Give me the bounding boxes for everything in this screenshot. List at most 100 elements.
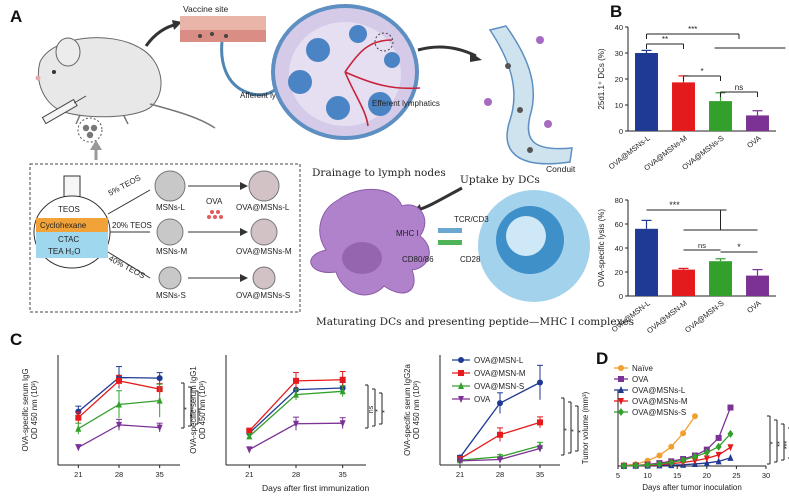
x-tick-label: 5: [616, 471, 620, 480]
data-point: [656, 459, 663, 468]
x-tick-label: 35: [536, 470, 544, 479]
data-point: [537, 379, 543, 386]
syringe-icon: [41, 95, 87, 125]
significance-label: *: [184, 407, 191, 410]
y-tick-label: 40: [615, 23, 623, 32]
flask-illustration: [33, 175, 111, 269]
dendritic-cell-illustration: [310, 188, 430, 296]
conduit-label: Conduit: [546, 164, 576, 174]
y-axis-label: OD 450 nm (10³): [30, 380, 39, 439]
y-tick-label: 30: [615, 49, 623, 58]
data-point: [156, 396, 163, 404]
data-point: [703, 448, 710, 457]
x-tick-label: 28: [292, 470, 300, 479]
bar-0: [635, 228, 658, 296]
significance-label: ***: [784, 441, 789, 449]
data-point: [339, 420, 346, 428]
data-point: [703, 459, 710, 467]
significance-label: **: [777, 441, 784, 447]
x-tick-label: 28: [496, 470, 504, 479]
data-point: [727, 429, 734, 438]
ova-msn-label-s: OVA@MSNs-S: [236, 291, 290, 300]
bar-3: [746, 115, 769, 131]
lymph-node-illustration: [271, 4, 421, 140]
synthesis-box: [29, 163, 301, 313]
vaccine-site-label: Vaccine site: [183, 4, 228, 14]
x-tick-label: 30: [762, 471, 770, 480]
y-axis-label: OVA-specific serum IgG1: [189, 366, 198, 453]
legend-label-1: OVA@MSN-M: [474, 369, 526, 378]
arrow-icon: [144, 22, 179, 47]
x-tick-label: 28: [115, 470, 123, 479]
significance-label: *: [700, 67, 703, 76]
afferent-label: Afferent lymphatics: [240, 91, 308, 100]
y-axis-label: OD 450 nm (10³): [412, 380, 421, 439]
arrow-icon: [470, 52, 482, 62]
legend-marker: [458, 370, 464, 376]
data-point: [537, 419, 543, 426]
data-point: [680, 456, 687, 465]
t-cell-illustration: [478, 190, 590, 302]
x-tick-label: 21: [456, 470, 464, 479]
scheme-illustration: Vaccine site Afferent lymphatics Efferen…: [29, 4, 634, 328]
legend-marker: [458, 357, 464, 363]
legend-marker: [618, 376, 624, 382]
data-point: [156, 375, 163, 382]
data-point: [339, 387, 346, 395]
significance-label: **: [198, 408, 205, 414]
legend-label-3: OVA: [474, 395, 491, 404]
c-xlabel: Days after first immunization: [262, 483, 369, 493]
legend-label-0: Naïve: [632, 364, 653, 373]
data-point: [339, 376, 346, 383]
msn-particles: [154, 170, 280, 290]
data-point: [537, 445, 543, 453]
legend-marker: [458, 382, 464, 389]
skin-layer: [180, 16, 266, 30]
panel-label-a: A: [10, 7, 22, 26]
efferent-label: Efferent lymphatics: [372, 99, 440, 108]
flask-text-3: CTAC: [58, 235, 79, 244]
data-point: [497, 456, 503, 464]
y-axis-label: OVA-specific serum IgG2a: [403, 363, 412, 455]
legend-marker: [618, 386, 624, 393]
panel-label-b: B: [610, 2, 622, 21]
cd28-label: CD28: [460, 255, 481, 264]
data-point: [668, 443, 675, 450]
x-tick-label: 21: [245, 470, 253, 479]
legend-marker: [458, 396, 464, 403]
x-tick-label: 35: [155, 470, 163, 479]
legend-label-4: OVA@MSNs-S: [632, 408, 686, 417]
data-point: [116, 377, 122, 384]
x-tick-label: OVA@MSN-S: [683, 298, 726, 334]
data-point: [75, 408, 82, 415]
y-tick-label: 20: [615, 75, 623, 84]
ova-msn-label-l: OVA@MSNs-L: [236, 203, 290, 212]
x-tick-label: OVA: [745, 133, 763, 150]
teos-label-1: 5% TEOS: [107, 173, 143, 198]
conduit-illustration: [484, 25, 573, 165]
x-tick-label: 35: [338, 470, 346, 479]
data-point: [497, 431, 503, 438]
y-tick-label: 0: [619, 292, 623, 301]
bar-0: [635, 53, 658, 131]
msn-label-l: MSNs-L: [156, 203, 185, 212]
data-point: [691, 452, 698, 461]
maturating-label: Maturating DCs and presenting peptide—MH…: [316, 316, 634, 328]
significance-label: ns: [698, 241, 706, 250]
panel-label-c: C: [10, 330, 22, 349]
significance-label: *: [578, 430, 585, 433]
bar-2: [709, 101, 732, 131]
significance-label: *: [770, 441, 777, 444]
data-point: [727, 404, 734, 411]
data-point: [620, 461, 627, 470]
legend-label-1: OVA: [632, 375, 649, 384]
data-point: [75, 414, 82, 421]
significance-label: **: [191, 407, 198, 413]
y-tick-label: 40: [615, 244, 623, 253]
y-axis-label: OD 450 nm (10³): [198, 380, 207, 439]
cd8086-label: CD80/86: [402, 255, 434, 264]
x-tick-label: 10: [643, 471, 651, 480]
significance-label: ns: [368, 405, 375, 413]
ova-label: OVA: [206, 197, 223, 206]
